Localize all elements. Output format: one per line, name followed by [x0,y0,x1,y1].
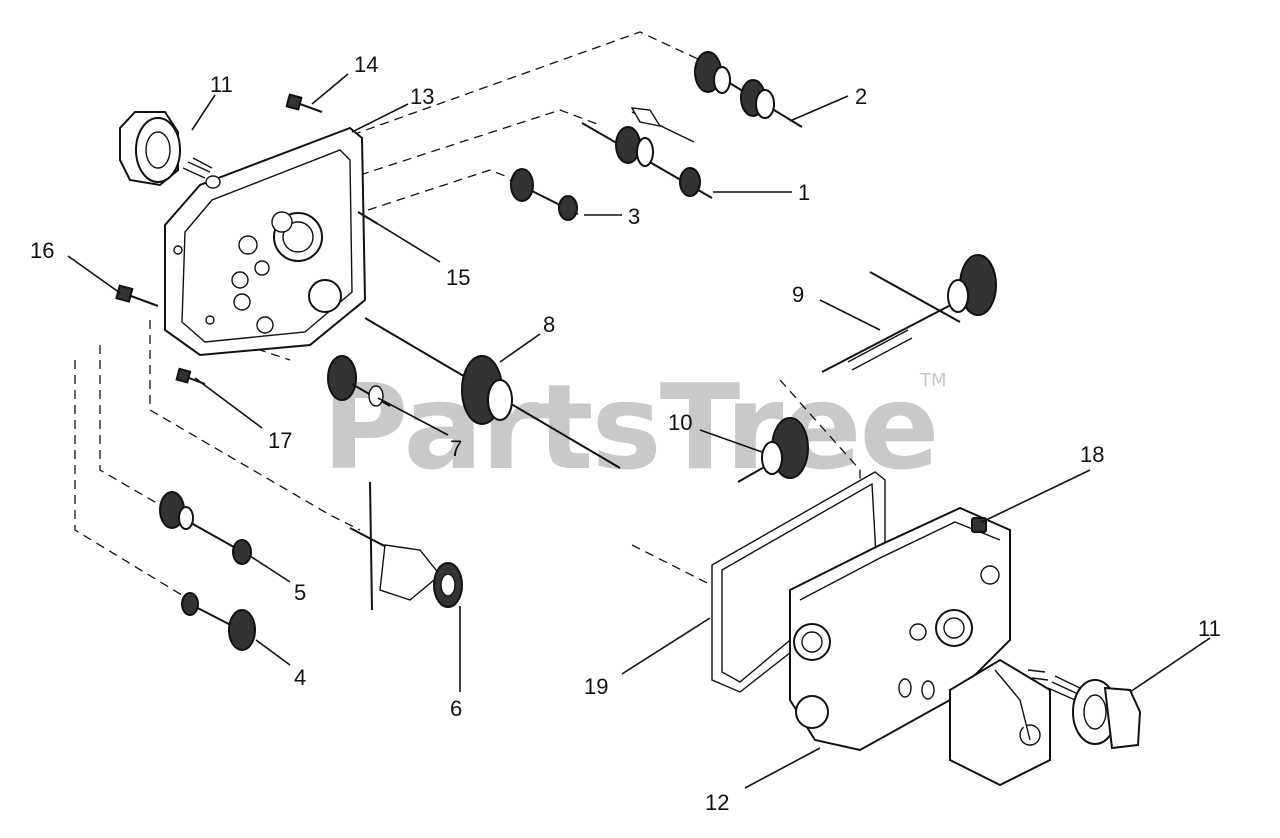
gear-part-10 [737,417,809,483]
callout-11-right: 11 [1198,616,1221,641]
shift-housing-part-left [119,111,221,189]
callout-8: 8 [543,312,555,337]
case-cover-part [164,126,367,357]
callout-13: 13 [410,84,434,109]
callout-15: 15 [446,265,470,290]
callout-6: 6 [450,696,462,721]
callout-10: 10 [668,410,692,435]
callout-1: 1 [798,180,810,205]
shaft-part-4 [181,592,256,651]
callout-16: 16 [30,238,54,263]
shift-fork-part-6 [349,481,463,611]
callout-3: 3 [628,204,640,229]
watermark-trademark: TM [919,370,947,391]
callout-12: 12 [705,790,729,815]
shaft-part-5 [159,491,252,565]
shaft-part-8 [364,317,621,469]
callout-5: 5 [294,580,306,605]
callout-19: 19 [584,674,608,699]
shaft-part-1 [581,107,713,199]
callout-9: 9 [792,282,804,307]
shaft-part-3 [509,168,579,221]
housing-part-12 [789,506,1051,787]
callout-4: 4 [294,665,306,690]
plug-part-18 [971,517,987,533]
callout-17: 17 [268,428,292,453]
bolt-part-17 [175,367,206,385]
shift-housing-part-right [1027,669,1142,750]
shaft-part-7 [327,355,391,407]
callout-2: 2 [855,84,867,109]
shaft-part-9 [821,254,997,373]
bolt-part-16 [115,284,159,307]
shaft-part-2 [694,51,803,128]
watermark-text: PartsTree [322,358,938,496]
pin-part-15 [357,211,379,225]
callout-7: 7 [450,436,462,461]
callout-14: 14 [354,52,378,77]
callout-18: 18 [1080,442,1104,467]
leader-lines [67,73,1211,789]
callout-11-left: 11 [210,72,233,97]
bolt-part-14 [285,93,323,113]
